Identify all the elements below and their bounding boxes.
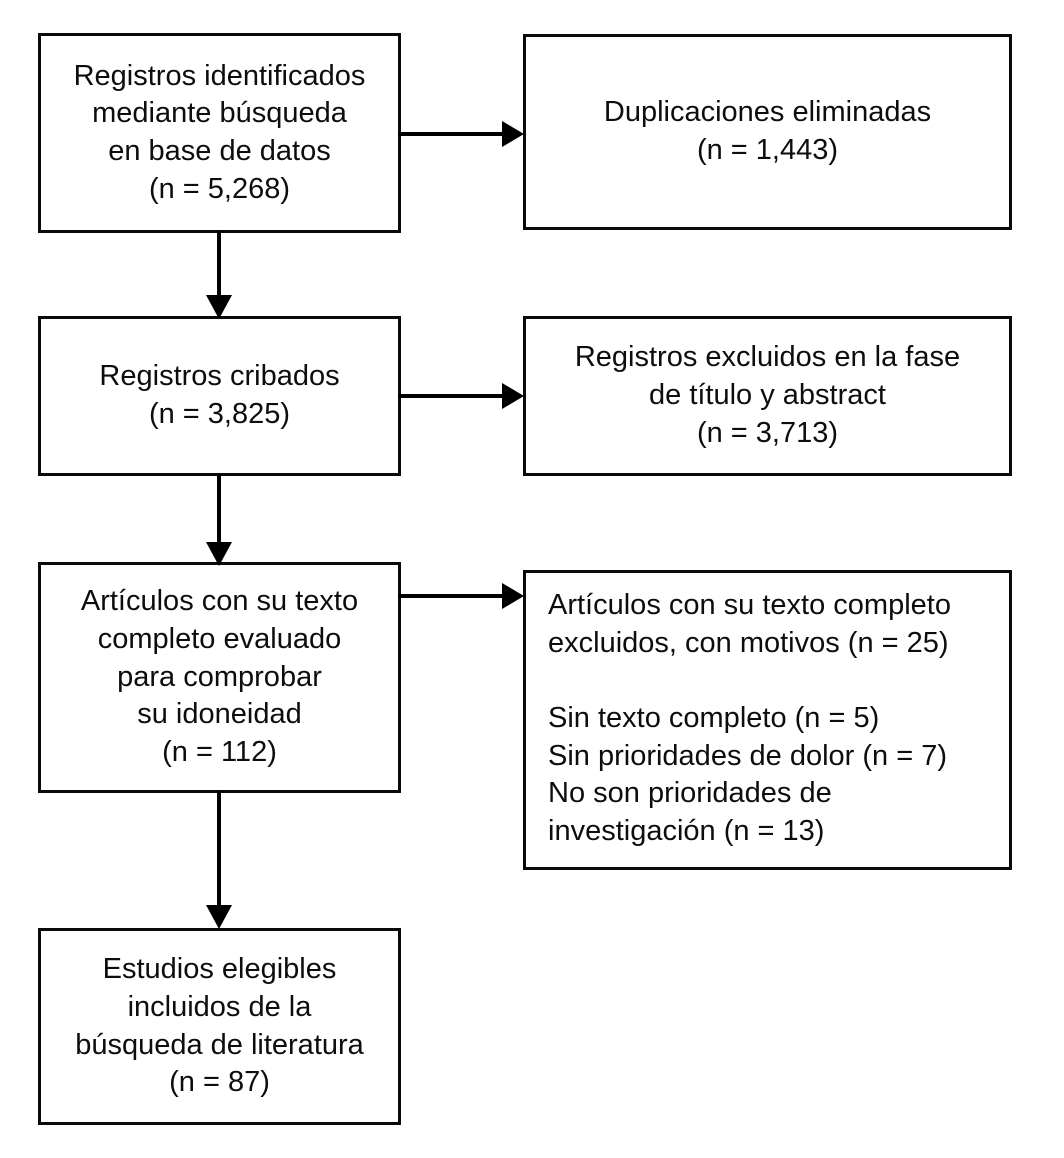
node-text-fulltext-excluded: Artículos con su texto completo excluido… <box>548 589 951 848</box>
arrow-screened-to-excluded-screening <box>398 380 528 412</box>
node-text-records-screened: Registros cribados (n = 3,825) <box>99 360 340 430</box>
node-records-identified: Registros identificados mediante búsqued… <box>38 33 401 233</box>
arrow-fulltext-assessed-to-included <box>203 791 235 931</box>
node-duplicates-removed: Duplicaciones eliminadas (n = 1,443) <box>523 34 1012 230</box>
arrow-screened-to-fulltext-assessed <box>203 474 235 568</box>
node-records-screened: Registros cribados (n = 3,825) <box>38 316 401 476</box>
node-fulltext-assessed: Artículos con su texto completo evaluado… <box>38 562 401 793</box>
node-text-duplicates-removed: Duplicaciones eliminadas (n = 1,443) <box>603 96 932 166</box>
node-text-records-excluded-screening: Registros excluidos en la fase de título… <box>574 341 961 449</box>
arrow-identified-to-screened <box>203 231 235 321</box>
node-studies-included: Estudios elegibles incluidos de la búsqu… <box>38 928 401 1125</box>
node-fulltext-excluded: Artículos con su texto completo excluido… <box>523 570 1012 870</box>
arrow-fulltext-assessed-to-fulltext-excluded <box>398 580 528 612</box>
node-records-excluded-screening: Registros excluidos en la fase de título… <box>523 316 1012 476</box>
node-text-studies-included: Estudios elegibles incluidos de la búsqu… <box>75 953 364 1099</box>
arrow-identified-to-duplicates <box>398 118 528 150</box>
node-text-records-identified: Registros identificados mediante búsqued… <box>73 59 366 205</box>
node-text-fulltext-assessed: Artículos con su texto completo evaluado… <box>80 585 359 769</box>
